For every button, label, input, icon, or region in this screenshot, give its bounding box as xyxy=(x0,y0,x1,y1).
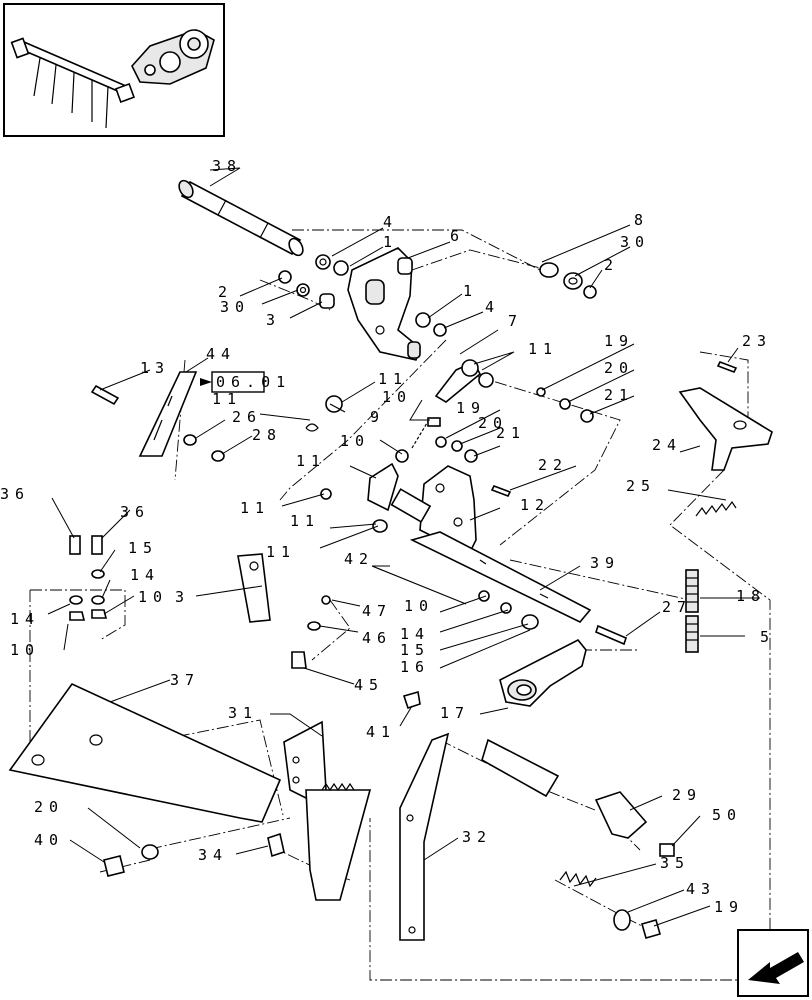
callout-34: 34 xyxy=(198,846,228,864)
fasteners-bottom-left xyxy=(103,832,285,877)
callout-12: 12 xyxy=(520,496,550,514)
crank-part-17 xyxy=(499,638,587,707)
callout-11: 11 xyxy=(296,452,326,470)
callout-1: 1 xyxy=(383,233,398,251)
callout-37: 37 xyxy=(170,671,200,689)
callout-7: 7 xyxy=(508,312,523,330)
plate-part-37 xyxy=(8,682,282,823)
page-reference-text: 06.01 xyxy=(216,373,291,391)
callout-50: 50 xyxy=(712,806,742,824)
plate-part-44 xyxy=(90,371,225,462)
springs-18-5 xyxy=(685,569,699,653)
callout-1: 1 xyxy=(463,282,478,300)
callout-27: 27 xyxy=(662,598,692,616)
linkage-rod xyxy=(305,359,594,463)
callout-4: 4 xyxy=(485,298,500,316)
latch-part-3 xyxy=(237,553,271,623)
studs-36 xyxy=(69,535,108,621)
callout-2: 2 xyxy=(604,256,619,274)
callout-20: 20 xyxy=(478,414,508,432)
callout-11: 11 xyxy=(378,370,408,388)
callout-32: 32 xyxy=(462,828,492,846)
callout-13: 13 xyxy=(140,359,170,377)
callout-10: 10 xyxy=(138,588,168,606)
callout-43: 43 xyxy=(686,880,716,898)
bar-part-39 xyxy=(371,531,627,646)
catch-part-29 xyxy=(481,738,675,857)
callout-6: 6 xyxy=(450,227,465,245)
callout-36: 36 xyxy=(0,485,30,503)
callout-8: 8 xyxy=(634,211,649,229)
callout-31: 31 xyxy=(228,704,258,722)
callout-47: 47 xyxy=(362,602,392,620)
callout-44: 44 xyxy=(206,345,236,363)
lever-part-32 xyxy=(399,732,450,941)
callout-42: 42 xyxy=(344,550,374,568)
callout-10: 10 xyxy=(10,641,40,659)
callout-11: 11 xyxy=(240,499,270,517)
callout-19: 19 xyxy=(456,399,486,417)
callout-11: 11 xyxy=(528,340,558,358)
callout-22: 22 xyxy=(538,456,568,474)
callout-40: 40 xyxy=(34,831,64,849)
callout-39: 39 xyxy=(590,554,620,572)
callout-labels: 38 4 1 6 8 30 2 2 30 3 1 4 7 11 19 20 21… xyxy=(0,157,775,916)
callout-20: 20 xyxy=(34,798,64,816)
navigation-arrow-icon[interactable] xyxy=(737,929,809,997)
callout-2: 2 xyxy=(218,283,233,301)
bolts-47-46-45 xyxy=(291,595,331,669)
page-reference[interactable]: 06.01 xyxy=(200,371,291,393)
washers-upper xyxy=(278,254,597,337)
shaft-part-38 xyxy=(178,179,304,257)
callout-10: 10 xyxy=(382,388,412,406)
callout-35: 35 xyxy=(660,854,690,872)
callout-38: 38 xyxy=(212,157,242,175)
callout-45: 45 xyxy=(354,676,384,694)
callout-23: 23 xyxy=(742,332,772,350)
callout-14: 14 xyxy=(10,610,40,628)
callout-3: 3 xyxy=(266,311,281,329)
leader-lines xyxy=(47,167,760,927)
callout-3: 3 xyxy=(175,588,190,606)
callout-21: 21 xyxy=(496,424,526,442)
spring-part-25 xyxy=(695,500,737,517)
callout-11: 11 xyxy=(290,512,320,530)
callout-20: 20 xyxy=(604,359,634,377)
pivot-plate-part-12 xyxy=(320,462,512,554)
callout-15: 15 xyxy=(400,641,430,659)
assembly-thumbnail xyxy=(3,3,225,137)
callout-18: 18 xyxy=(736,587,766,605)
bracket-part-31 xyxy=(283,690,421,901)
callout-14: 14 xyxy=(130,566,160,584)
callout-46: 46 xyxy=(362,629,392,647)
callout-21: 21 xyxy=(604,386,634,404)
callout-41: 41 xyxy=(366,723,396,741)
callout-19: 19 xyxy=(714,898,744,916)
callout-11: 11 xyxy=(266,543,296,561)
pivot-bracket xyxy=(347,247,421,361)
callout-19: 19 xyxy=(604,332,634,350)
callout-17: 17 xyxy=(440,704,470,722)
callout-30: 30 xyxy=(220,298,250,316)
callout-10: 10 xyxy=(404,597,434,615)
callout-29: 29 xyxy=(672,786,702,804)
callout-10: 10 xyxy=(340,432,370,450)
callout-25: 25 xyxy=(626,477,656,495)
spring-washers-35-43-19 xyxy=(559,870,661,939)
callout-26: 26 xyxy=(232,408,262,426)
callout-14: 14 xyxy=(400,625,430,643)
callout-9: 9 xyxy=(370,408,385,426)
bracket-part-24 xyxy=(678,360,773,471)
callout-11: 11 xyxy=(212,390,242,408)
callout-16: 16 xyxy=(400,658,430,676)
callout-36: 36 xyxy=(120,503,150,521)
callout-5: 5 xyxy=(760,628,775,646)
callout-4: 4 xyxy=(383,213,398,231)
callout-15: 15 xyxy=(128,539,158,557)
callout-24: 24 xyxy=(652,436,682,454)
callout-28: 28 xyxy=(252,426,282,444)
callout-30: 30 xyxy=(620,233,650,251)
